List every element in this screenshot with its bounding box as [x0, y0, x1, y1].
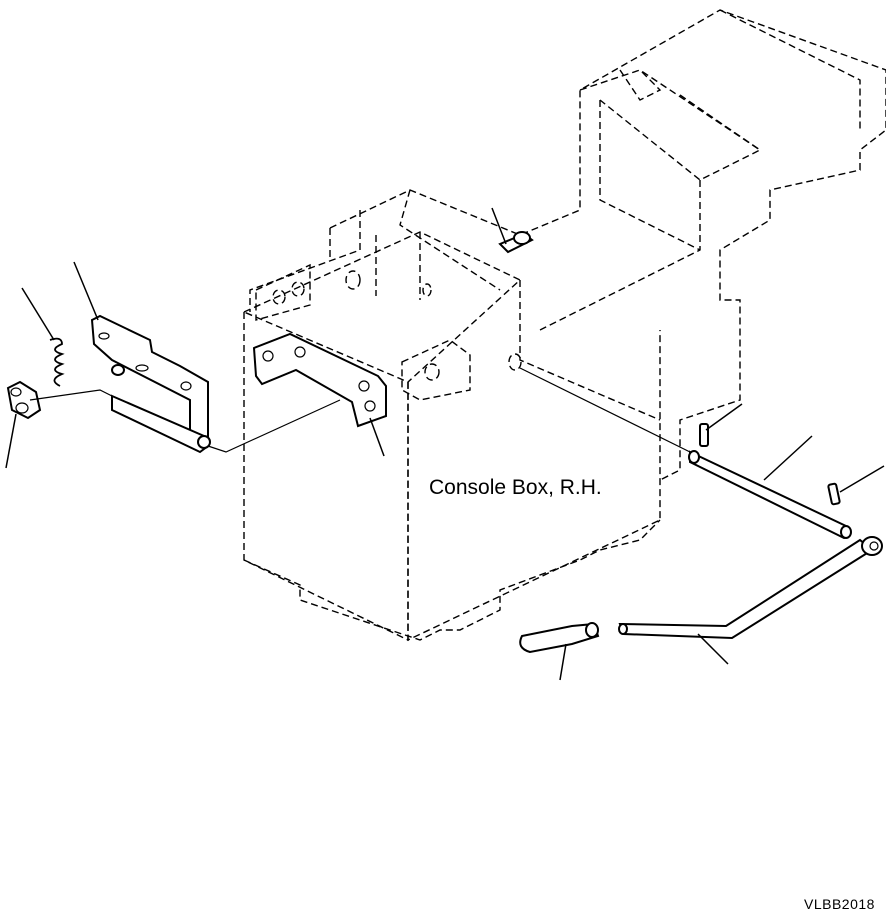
lever-shaft [688, 450, 852, 540]
spring-pins [699, 423, 841, 506]
hinge-bracket-large [90, 314, 211, 454]
console-box-outline [243, 9, 886, 642]
assembly-lines [29, 367, 691, 453]
console-box-label: Console Box, R.H. [429, 476, 602, 499]
lever-grip-knob [519, 622, 600, 654]
hinge-bracket-small [252, 332, 387, 428]
tension-spring [49, 337, 65, 387]
mounting-bolt [498, 231, 534, 254]
lever-arm [618, 536, 883, 640]
retaining-clip [6, 380, 42, 420]
leader-lines [5, 207, 885, 681]
drawing-code-label: VLBB2018 [804, 896, 875, 912]
